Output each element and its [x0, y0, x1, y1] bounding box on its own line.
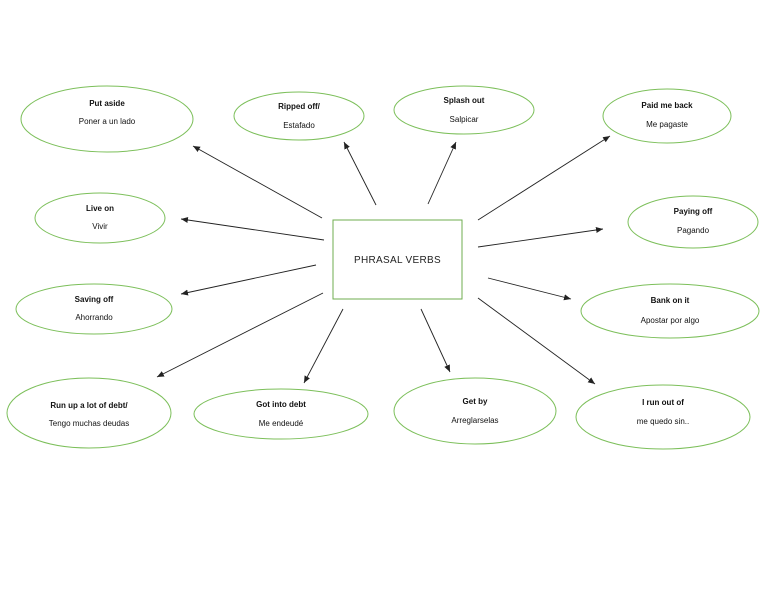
node-ellipse	[15, 283, 173, 335]
node-title: Bank on it	[651, 296, 690, 305]
node-live-on: Live on Vivir	[34, 192, 166, 244]
node-ellipse	[627, 195, 759, 249]
node-title: Splash out	[444, 96, 485, 105]
node-translation: Tengo muchas deudas	[49, 419, 130, 428]
arrow-to-splash-out	[427, 141, 457, 205]
arrow-to-live-on	[180, 217, 325, 241]
node-ripped-off: Ripped off/Estafado	[233, 91, 365, 141]
node-title: Get by	[463, 397, 488, 406]
arrow-to-paid-me-back	[477, 135, 611, 221]
node-translation: Arreglarselas	[451, 416, 498, 425]
center-box	[332, 219, 463, 300]
node-translation: Estafado	[283, 121, 315, 130]
arrow-to-put-aside	[192, 145, 323, 219]
node-ellipse	[193, 388, 369, 440]
node-i-run-out-of: I run out of me quedo sin..	[575, 384, 751, 450]
node-translation: Apostar por algo	[641, 316, 700, 325]
node-got-into-debt: Got into debt Me endeudé	[193, 388, 369, 440]
node-title: Put aside	[89, 99, 125, 108]
arrow-to-got-into-debt	[303, 308, 344, 384]
node-ellipse	[6, 377, 172, 449]
node-ellipse	[233, 91, 365, 141]
center-label: PHRASAL VERBS	[354, 255, 441, 266]
node-ellipse	[393, 377, 557, 445]
node-title: Got into debt	[256, 400, 306, 409]
node-translation: Pagando	[677, 226, 710, 235]
center-node: PHRASAL VERBS	[332, 219, 463, 300]
arrow-to-get-by	[420, 308, 451, 373]
node-translation: Poner a un lado	[79, 117, 136, 126]
node-run-up-a-lot-of-debt: Run up a lot of debt/Tengo muchas deudas	[6, 377, 172, 449]
node-ellipse	[20, 85, 194, 153]
node-translation: Me endeudé	[259, 419, 304, 428]
arrow-to-bank-on-it	[487, 277, 572, 301]
arrow-to-saving-off	[180, 264, 317, 296]
node-title: Ripped off/	[278, 102, 321, 111]
node-translation: Ahorrando	[75, 313, 113, 322]
node-title: I run out of	[642, 398, 684, 407]
node-title: Live on	[86, 204, 114, 213]
node-title: Paid me back	[641, 101, 693, 110]
node-ellipse	[602, 88, 732, 144]
arrow-to-paying-off	[477, 227, 604, 248]
node-translation: Me pagaste	[646, 120, 688, 129]
node-ellipse	[393, 85, 535, 135]
node-ellipse	[34, 192, 166, 244]
node-get-by: Get by Arreglarselas	[393, 377, 557, 445]
node-title: Saving off	[75, 295, 114, 304]
node-translation: me quedo sin..	[637, 417, 689, 426]
node-ellipse	[575, 384, 751, 450]
node-title: Run up a lot of debt/	[50, 401, 128, 410]
arrow-to-ripped-off	[343, 141, 377, 206]
node-ellipse	[580, 283, 760, 339]
node-bank-on-it: Bank on it Apostar por algo	[580, 283, 760, 339]
arrow-to-run-up-a-lot-of-debt	[156, 292, 324, 378]
node-translation: Salpicar	[450, 115, 479, 124]
arrow-to-i-run-out-of	[477, 297, 596, 385]
node-translation: Vivir	[92, 222, 108, 231]
node-title: Paying off	[674, 207, 713, 216]
node-paid-me-back: Paid me back Me pagaste	[602, 88, 732, 144]
arrows-group	[156, 135, 611, 385]
